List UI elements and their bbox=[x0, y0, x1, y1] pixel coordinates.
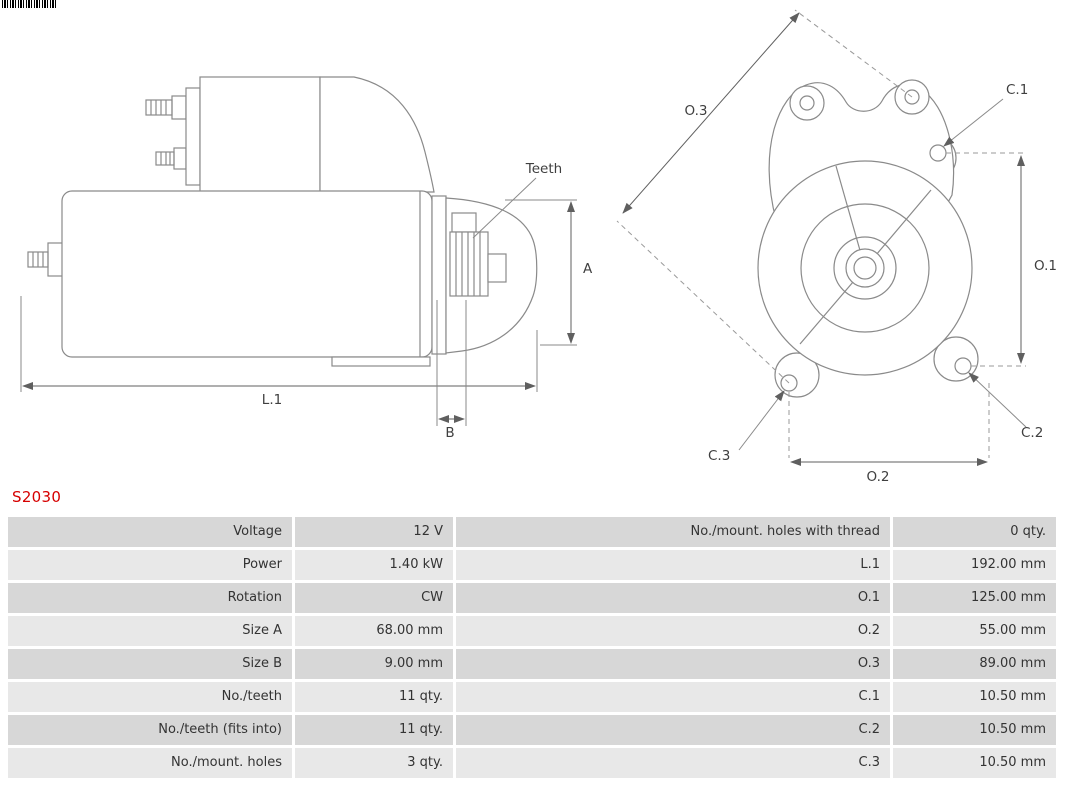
spec-label: O.3 bbox=[456, 649, 890, 679]
dim-o2-label: O.2 bbox=[867, 469, 890, 485]
dim-c3-label: C.3 bbox=[708, 448, 730, 464]
dim-c1-label: C.1 bbox=[1006, 82, 1028, 98]
through-bolt bbox=[27, 242, 64, 277]
spec-value: 1.40 kW bbox=[295, 550, 453, 580]
spec-value: 10.50 mm bbox=[893, 715, 1056, 745]
spec-label: C.1 bbox=[456, 682, 890, 712]
spec-label: Size A bbox=[8, 616, 292, 646]
spec-value: 10.50 mm bbox=[893, 748, 1056, 778]
spec-value: 12 V bbox=[295, 517, 453, 547]
spec-value: 3 qty. bbox=[295, 748, 453, 778]
spec-label: O.1 bbox=[456, 583, 890, 613]
spec-value: 0 qty. bbox=[893, 517, 1056, 547]
spec-value: 125.00 mm bbox=[893, 583, 1056, 613]
motor-body bbox=[61, 190, 433, 358]
spec-label: Rotation bbox=[8, 583, 292, 613]
dim-l1-label: L.1 bbox=[262, 392, 282, 408]
spec-value: 55.00 mm bbox=[893, 616, 1056, 646]
spec-value: CW bbox=[295, 583, 453, 613]
dim-b-label: B bbox=[445, 425, 454, 441]
pinion-shaft bbox=[487, 253, 507, 283]
solenoid-end-cap bbox=[185, 87, 201, 186]
spec-value: 10.50 mm bbox=[893, 682, 1056, 712]
spec-label: Voltage bbox=[8, 517, 292, 547]
front-view-flange bbox=[757, 79, 979, 398]
shaft-hub bbox=[845, 248, 885, 288]
side-view-dimensions: Teeth A L.1 B bbox=[20, 161, 593, 441]
spec-label: No./mount. holes bbox=[8, 748, 292, 778]
dim-a-label: A bbox=[583, 261, 593, 277]
drive-housing-top bbox=[319, 76, 435, 193]
spec-table: Voltage 12 V No./mount. holes with threa… bbox=[8, 517, 1056, 778]
spec-label: C.3 bbox=[456, 748, 890, 778]
dim-c2-label: C.2 bbox=[1021, 425, 1043, 441]
dim-o1-label: O.1 bbox=[1034, 258, 1057, 274]
dim-o3-label: O.3 bbox=[685, 103, 708, 119]
spec-label: No./teeth bbox=[8, 682, 292, 712]
spec-label: L.1 bbox=[456, 550, 890, 580]
spec-value: 68.00 mm bbox=[295, 616, 453, 646]
front-view-dimensions: O.3 C.1 O.1 C.2 C.3 O.2 bbox=[616, 9, 1057, 485]
part-number: S2030 bbox=[12, 488, 62, 506]
spec-value: 9.00 mm bbox=[295, 649, 453, 679]
spec-label: No./teeth (fits into) bbox=[8, 715, 292, 745]
spec-label: Power bbox=[8, 550, 292, 580]
technical-drawing: Teeth A L.1 B bbox=[20, 9, 1057, 485]
spec-value: 89.00 mm bbox=[893, 649, 1056, 679]
spec-label: O.2 bbox=[456, 616, 890, 646]
spec-label: No./mount. holes with thread bbox=[456, 517, 890, 547]
side-view-starter bbox=[27, 76, 538, 367]
spec-value: 192.00 mm bbox=[893, 550, 1056, 580]
terminal-bolts bbox=[145, 95, 187, 170]
teeth-label: Teeth bbox=[525, 161, 562, 177]
mount-hole-c3 bbox=[780, 374, 798, 392]
spec-label: C.2 bbox=[456, 715, 890, 745]
drive-end-collar bbox=[431, 195, 447, 355]
barcode bbox=[2, 0, 56, 8]
spec-label: Size B bbox=[8, 649, 292, 679]
solenoid-body bbox=[199, 76, 321, 193]
spec-value: 11 qty. bbox=[295, 682, 453, 712]
mounting-foot bbox=[331, 356, 431, 367]
spec-value: 11 qty. bbox=[295, 715, 453, 745]
